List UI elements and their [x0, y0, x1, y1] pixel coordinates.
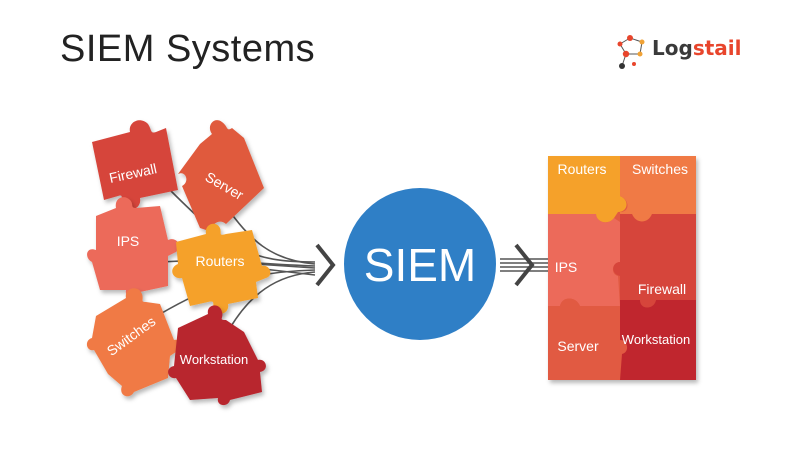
board-piece-server — [548, 298, 628, 380]
board-label-switches: Switches — [632, 161, 688, 177]
puzzle-piece-firewall: Firewall — [92, 120, 178, 210]
workstation-label: Workstation — [180, 352, 248, 367]
assembled-puzzle-board: Routers Switches IPS Firewall Server Wor… — [548, 156, 696, 380]
board-piece-switches — [620, 156, 696, 222]
board-piece-routers — [548, 156, 627, 223]
routers-label: Routers — [195, 253, 244, 269]
puzzle-piece-switches: Switches — [86, 288, 182, 397]
output-connector — [500, 258, 548, 272]
siem-circle — [344, 188, 496, 340]
board-piece-firewall — [613, 214, 696, 308]
siem-label: SIEM — [364, 239, 476, 291]
board-label-firewall: Firewall — [638, 281, 686, 297]
ips-label: IPS — [117, 233, 140, 249]
chevron-right-icon — [315, 243, 336, 287]
puzzle-piece-ips: IPS — [87, 197, 180, 298]
page-title: SIEM Systems — [60, 28, 316, 70]
logo: Logstail — [612, 30, 772, 74]
chevron-right-icon — [514, 243, 535, 287]
logo-prefix: Log — [652, 36, 693, 60]
board-label-routers: Routers — [557, 161, 606, 177]
puzzle-piece-workstation: Workstation — [168, 305, 266, 406]
puzzle-piece-routers: Routers — [172, 223, 271, 314]
logstail-network-icon — [617, 35, 645, 69]
board-label-workstation: Workstation — [622, 332, 690, 347]
puzzle-piece-server: Server — [178, 120, 264, 232]
logo-suffix: stail — [692, 36, 742, 60]
board-piece-ips — [548, 214, 620, 306]
logo-text: Logstail — [652, 36, 741, 60]
board-label-server: Server — [557, 338, 599, 354]
board-label-ips: IPS — [555, 259, 578, 275]
board-piece-workstation — [620, 300, 696, 380]
